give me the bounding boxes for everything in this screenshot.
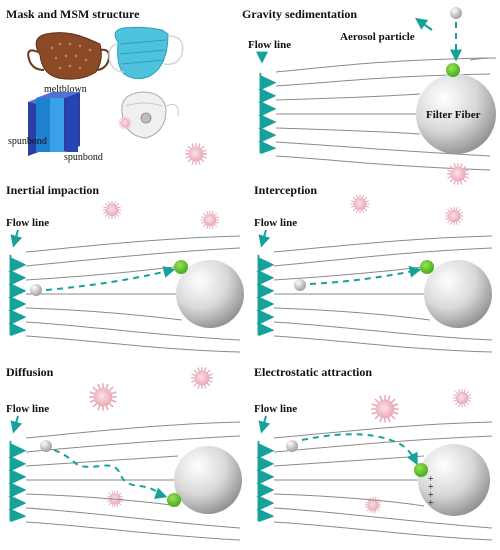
panel-gravity-sedimentation: Gravity sedimentation Flow line Filter F…: [242, 7, 497, 186]
flow-line-marker: [9, 253, 26, 337]
panel-title-electrostatic: Electrostatic attraction: [254, 365, 372, 379]
panel-title-gravity: Gravity sedimentation: [242, 7, 357, 21]
panel-diffusion: Diffusion Flow line: [6, 365, 242, 541]
flow-line-marker: [257, 439, 274, 523]
filter-fiber-label: Filter Fiber: [426, 109, 481, 121]
trajectory-arrow: [53, 449, 168, 500]
layer-label-spunbond-left: spunbond: [8, 136, 47, 147]
flow-line-marker: [257, 253, 274, 337]
layer-label-spunbond-right: spunbond: [64, 152, 103, 163]
filter-fiber: [416, 74, 496, 154]
filter-fiber: [174, 446, 242, 514]
svg-text:+: +: [428, 474, 434, 485]
aerosol-virus-particle: [190, 366, 214, 390]
trajectory-arrow: [309, 265, 422, 285]
flow-lines: [273, 421, 493, 541]
svg-text:+: +: [428, 482, 434, 493]
captured-particle: [167, 493, 181, 507]
flow-line-marker: [9, 439, 26, 523]
captured-particle: [446, 63, 460, 77]
filter-fiber: [418, 444, 490, 516]
svg-text:+: +: [428, 490, 434, 501]
cloth-mask-image: [27, 32, 110, 80]
panel-interception: Interception Flow line: [254, 183, 493, 353]
aerosol-particle: [40, 440, 52, 452]
aerosol-virus-particle: [200, 210, 220, 230]
aerosol-particle-label: Aerosol particle: [340, 31, 415, 43]
aerosol-virus-particle: [88, 382, 118, 412]
panel-electrostatic-attraction: Electrostatic attraction Flow line + + +…: [254, 365, 493, 541]
layer-label-meltblown: meltblown: [44, 84, 87, 95]
flow-line-label: Flow line: [254, 217, 297, 229]
captured-particle: [414, 463, 428, 477]
svg-text:+: +: [428, 498, 434, 509]
captured-particle: [420, 260, 434, 274]
flow-line-marker: [259, 71, 276, 155]
aerosol-particle: [294, 279, 306, 291]
trajectory-arrow: [301, 433, 418, 466]
charge-symbols: + + + +: [428, 474, 434, 509]
flow-line-label: Flow line: [254, 403, 297, 415]
panel-title-inertial: Inertial impaction: [6, 183, 99, 197]
flow-line-label: Flow line: [6, 217, 49, 229]
aerosol-virus-particle: [184, 142, 208, 166]
aerosol-virus-particle: [446, 162, 470, 186]
aerosol-virus-particle: [452, 388, 472, 408]
respirator-mask-image: [118, 91, 179, 139]
panel-inertial-impaction: Inertial impaction Flow line: [6, 183, 244, 353]
panel-title-mask: Mask and MSM structure: [6, 7, 140, 21]
aerosol-virus-particle: [350, 194, 370, 214]
aerosol-virus-particle: [102, 200, 122, 220]
filter-fiber: [424, 260, 492, 328]
msm-layer-stack: [28, 92, 80, 156]
aerosol-virus-particle: [444, 206, 464, 226]
trajectory-arrow: [45, 266, 176, 291]
surgical-mask-image: [108, 26, 184, 80]
aerosol-particle: [30, 284, 42, 296]
aerosol-particle: [450, 7, 462, 19]
particle-pointer-arrow: [415, 17, 433, 31]
filter-fiber: [176, 260, 244, 328]
captured-particle: [174, 260, 188, 274]
flow-line-label: Flow line: [6, 403, 49, 415]
aerosol-particle: [286, 440, 298, 452]
panel-title-interception: Interception: [254, 183, 317, 197]
panel-mask-structure: Mask and MSM structure: [6, 7, 208, 166]
panel-title-diffusion: Diffusion: [6, 365, 54, 379]
aerosol-virus-particle: [370, 394, 400, 424]
flow-line-label: Flow line: [248, 39, 291, 51]
